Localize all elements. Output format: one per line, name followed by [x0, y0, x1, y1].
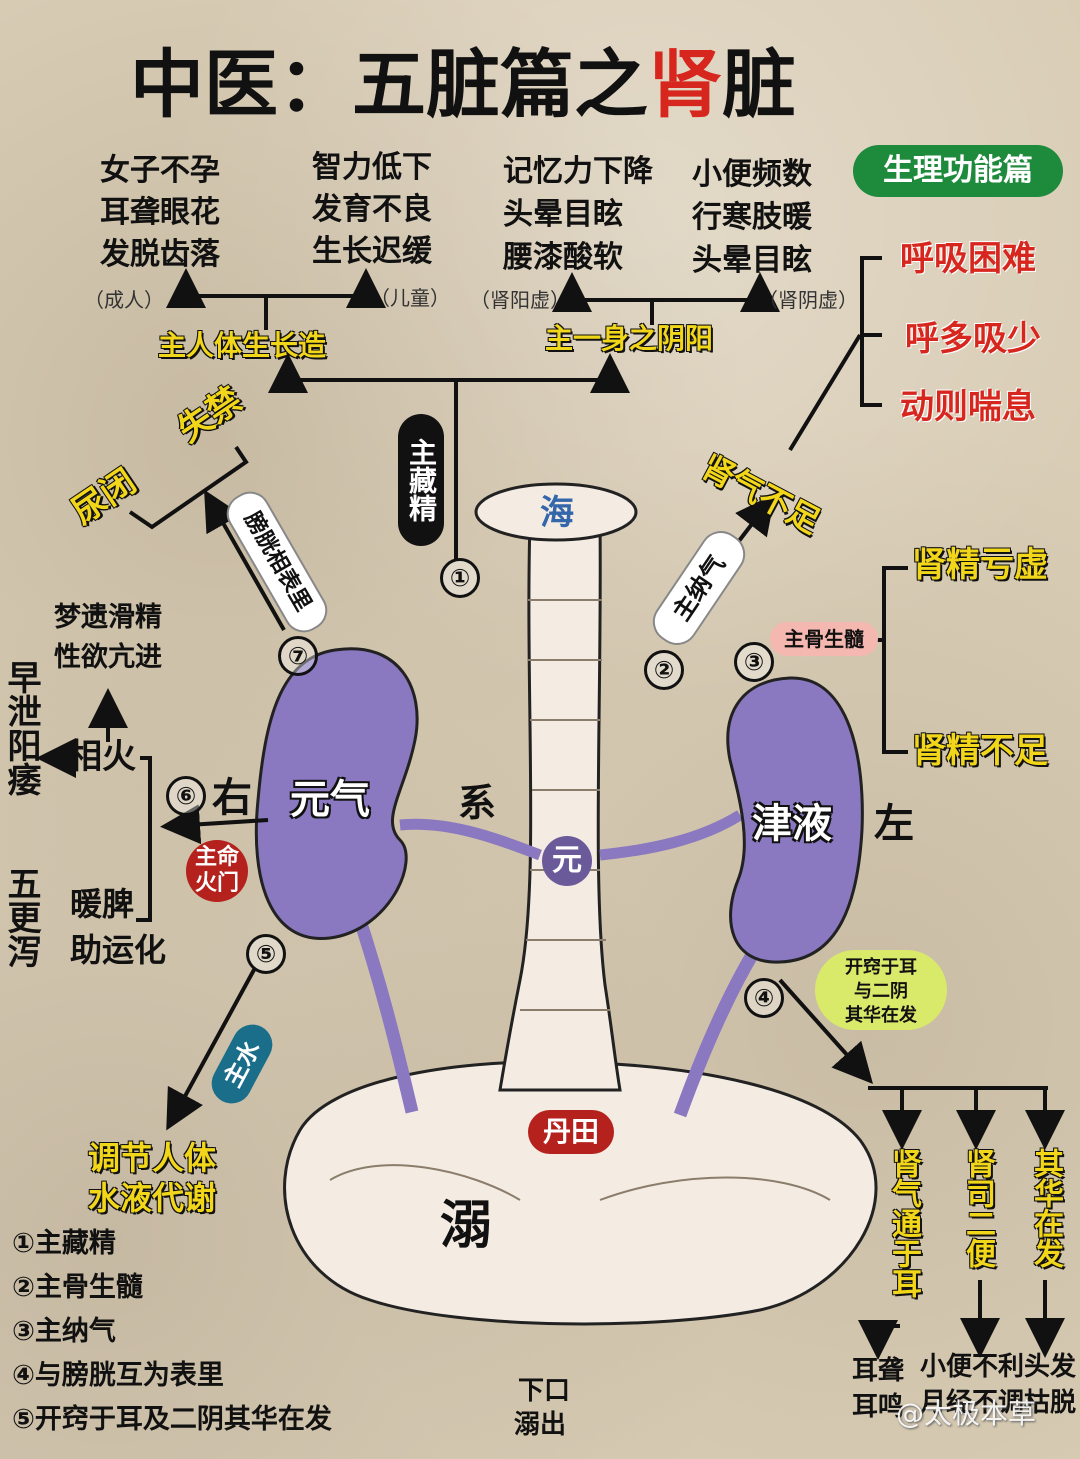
dysuria-label: 小便不利 — [920, 1352, 1025, 1382]
tinnitus-label: 耳鸣 — [852, 1392, 905, 1422]
kidney-essence-insufficient: 肾精不足 — [912, 731, 1048, 771]
title-part3: 脏 — [722, 42, 796, 128]
kidney-essence-deficiency: 肾精亏虚 — [912, 545, 1048, 585]
fire-item-2: 性欲亢进 — [54, 642, 162, 673]
symptom-col1-1: 女子不孕 — [100, 153, 220, 188]
ear-tag-line2: 与二阴 — [854, 981, 908, 1002]
legend-item-4: ④与膀胱互为表里 — [12, 1360, 224, 1391]
title-kidney-char: 肾 — [648, 42, 722, 128]
xianghuo-label: 相火 — [68, 737, 136, 777]
yuan-circle: 元 — [542, 836, 592, 886]
ear-branch-1: 肾气通于耳 — [886, 1148, 921, 1298]
marker-6: ⑥ — [166, 776, 206, 816]
legend-item-3: ③主纳气 — [12, 1316, 116, 1347]
jinye-label: 津液 — [752, 801, 832, 847]
yinyang-function: 主一身之阴阳 — [545, 322, 714, 355]
breath-item-3: 动则喘息 — [900, 387, 1036, 427]
hair-loss-label: 枯脱 — [1024, 1388, 1077, 1418]
marker-3: ③ — [734, 642, 774, 682]
bladder-shape — [283, 1060, 878, 1326]
zhugushengsui-tag: 主骨生髓 — [770, 622, 878, 656]
menstrual-label: 月经不调 — [920, 1388, 1025, 1418]
marker-2: ② — [644, 650, 684, 690]
left-side-label: 左 — [874, 801, 914, 847]
zhucangjing-pill: 主藏精 — [398, 414, 444, 546]
ni-label: 溺 — [440, 1196, 493, 1256]
legend-item-2: ②主骨生髓 — [12, 1272, 143, 1303]
breath-item-1: 呼吸困难 — [900, 239, 1036, 279]
yuanqi-label: 元气 — [290, 777, 370, 823]
symptom-col1-2: 耳聋眼花 — [100, 195, 220, 230]
ear-branch-3: 其华在发 — [1028, 1148, 1063, 1268]
symptom-col4-3: 头晕目眩 — [692, 243, 812, 278]
premature-ejaculation-label: 早泄阳痿 — [1, 660, 41, 796]
xiakou-line1: 下口 — [518, 1376, 571, 1406]
right-side-label: 右 — [212, 775, 252, 821]
hair-label: 头发 — [1024, 1352, 1077, 1382]
sea-disc — [474, 482, 638, 542]
spine-shape — [498, 518, 622, 1092]
marker-7: ⑦ — [278, 636, 318, 676]
wugengxie-label: 五更泻 — [1, 866, 41, 968]
left-kidney-shape — [726, 676, 864, 964]
mingmen-fire-pill: 主命 火门 — [186, 840, 248, 902]
tag-yang-deficiency: （肾阳虚） — [470, 288, 570, 312]
marker-4: ④ — [744, 978, 784, 1018]
ear-tag-line1: 开窍于耳 — [845, 957, 917, 978]
xi-label: 系 — [458, 781, 497, 825]
fire-item-1: 梦遗滑精 — [54, 602, 162, 633]
ear-tag-line3: 其华在发 — [845, 1005, 917, 1026]
symptom-col4-2: 行寒肢暖 — [692, 200, 812, 235]
tag-adult: （成人） — [84, 288, 164, 312]
growth-function: 主人体生长造 — [158, 329, 327, 362]
breath-item-2: 呼多吸少 — [905, 319, 1041, 359]
tag-yin-deficiency: （肾阴虚） — [758, 288, 858, 312]
mingmen-line2: 火门 — [194, 871, 239, 896]
legend-item-5: ⑤开窍于耳及二阴其华在发 — [12, 1404, 332, 1435]
dantian-pill: 丹田 — [528, 1110, 614, 1154]
legend-item-1: ①主藏精 — [12, 1228, 116, 1259]
watermark: @太极本草 — [896, 1397, 1037, 1430]
symptom-col2-1: 智力低下 — [312, 150, 432, 185]
page-title: 中医：五脏篇之肾脏 — [130, 48, 796, 122]
right-kidney-shape — [254, 647, 419, 940]
water-regulate-line1: 调节人体 — [88, 1139, 217, 1177]
symptom-col3-1: 记忆力下降 — [503, 154, 653, 189]
symptom-col2-2: 发育不良 — [312, 192, 432, 227]
symptom-col1-3: 发脱齿落 — [100, 237, 220, 272]
sea-label: 海 — [540, 493, 574, 533]
section-badge: 生理功能篇 — [853, 145, 1063, 197]
tag-child: （儿童） — [370, 286, 450, 310]
deafness-label: 耳聋 — [852, 1356, 905, 1386]
ear-tag-bubble: 开窍于耳 与二阴 其华在发 — [815, 950, 947, 1030]
aid-transport-label: 助运化 — [70, 931, 167, 969]
symptom-col2-3: 生长迟缓 — [312, 234, 432, 269]
mingmen-line1: 主命 — [194, 845, 239, 870]
symptom-col4-1: 小便频数 — [692, 157, 812, 192]
marker-5: ⑤ — [246, 934, 286, 974]
title-part1: 中医：五脏篇之 — [130, 42, 648, 128]
water-regulate-line2: 水液代谢 — [88, 1179, 217, 1217]
symptom-col3-3: 腰漆酸软 — [503, 240, 623, 275]
xiakou-line2: 溺出 — [514, 1410, 567, 1440]
symptom-col3-2: 头晕目眩 — [503, 197, 623, 232]
warm-spleen-label: 暖脾 — [70, 885, 135, 923]
ear-branch-2: 肾司二便 — [960, 1148, 995, 1268]
marker-1: ① — [440, 558, 480, 598]
